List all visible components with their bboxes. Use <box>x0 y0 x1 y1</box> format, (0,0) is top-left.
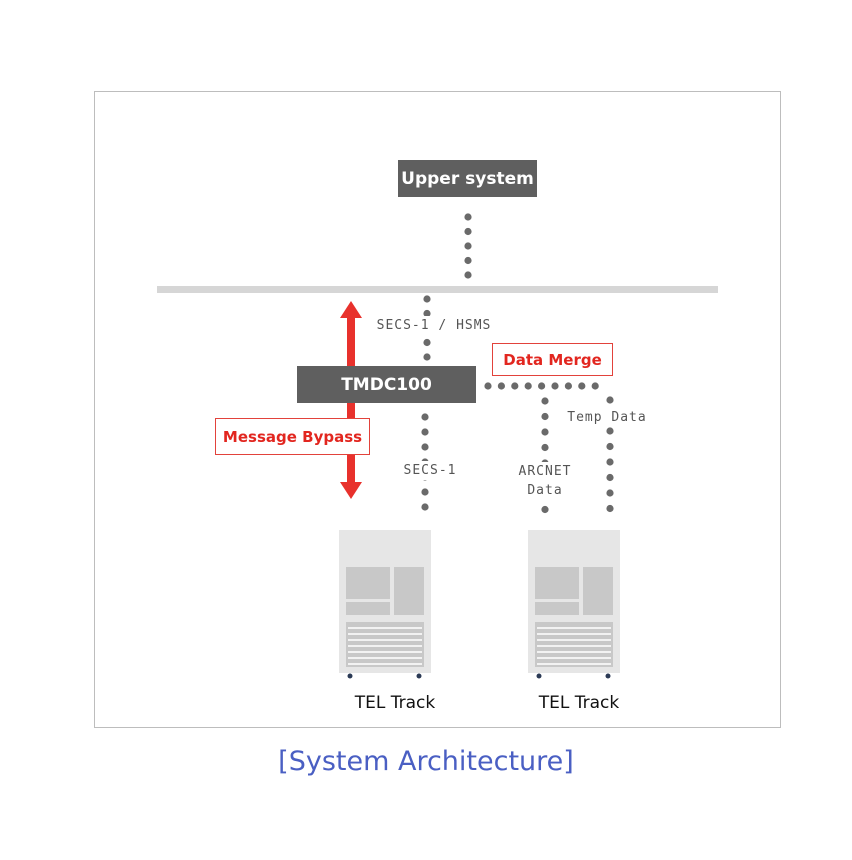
data-merge-label: Data Merge <box>503 350 602 369</box>
diagram-caption: [System Architecture] <box>278 746 574 777</box>
tmdc100-label: TMDC100 <box>341 374 432 395</box>
connector-dot <box>421 488 429 496</box>
message-bypass-box: Message Bypass <box>215 418 370 455</box>
connector-dot <box>591 382 599 390</box>
connector-dot <box>541 443 549 452</box>
connector-dot <box>421 413 429 421</box>
connector-dot <box>464 242 472 250</box>
connector-dot <box>606 473 614 482</box>
diagram-frame <box>94 91 781 728</box>
connector-dot <box>551 382 559 390</box>
connector-dot <box>464 271 472 279</box>
connector-dot <box>423 353 431 361</box>
tmdc100-box: TMDC100 <box>297 366 476 403</box>
message-bypass-label: Message Bypass <box>222 427 363 446</box>
connector-dot <box>464 213 472 221</box>
tel-track-machine-1 <box>339 530 431 679</box>
connector-dot <box>606 427 614 435</box>
connector-dot <box>423 295 431 303</box>
tel-track-label-1: TEL Track <box>354 693 436 713</box>
arcnet-label-line2: Data <box>527 483 563 498</box>
arcnet-data-label: ARCNET Data <box>510 462 580 500</box>
secs1-label: SECS-1 <box>398 461 462 480</box>
connector-dot <box>606 489 614 497</box>
connector-dot <box>464 256 472 265</box>
connector-dot <box>606 396 614 404</box>
network-bus <box>157 286 718 293</box>
connector-dot <box>524 382 532 390</box>
connector-dot <box>541 397 549 405</box>
connector-dot <box>606 442 614 451</box>
connector-dot <box>541 428 549 436</box>
connector-dot <box>564 382 573 390</box>
connector-dot <box>606 458 614 466</box>
temp-data-label: Temp Data <box>564 408 650 427</box>
connector-dot <box>538 382 546 390</box>
connector-dot <box>421 503 429 511</box>
upper-system-label: Upper system <box>401 168 534 189</box>
tel-track-label-2: TEL Track <box>538 693 620 713</box>
connector-dot <box>606 504 614 513</box>
secs-hsms-label: SECS-1 / HSMS <box>372 316 496 335</box>
arcnet-label-line1: ARCNET <box>518 464 572 479</box>
connector-dot <box>541 412 549 421</box>
connector-dot <box>423 309 431 318</box>
connector-dot <box>421 428 429 436</box>
connector-dot <box>421 443 429 451</box>
connector-dot <box>484 382 492 390</box>
connector-dot <box>511 382 519 390</box>
connector-dot <box>423 338 431 347</box>
connector-dot <box>497 382 505 390</box>
upper-system-box: Upper system <box>398 160 537 197</box>
tel-track-machine-2 <box>528 530 620 679</box>
connector-dot <box>578 382 586 390</box>
connector-dot <box>464 227 472 236</box>
data-merge-box: Data Merge <box>492 343 613 376</box>
connector-dot <box>541 505 549 514</box>
